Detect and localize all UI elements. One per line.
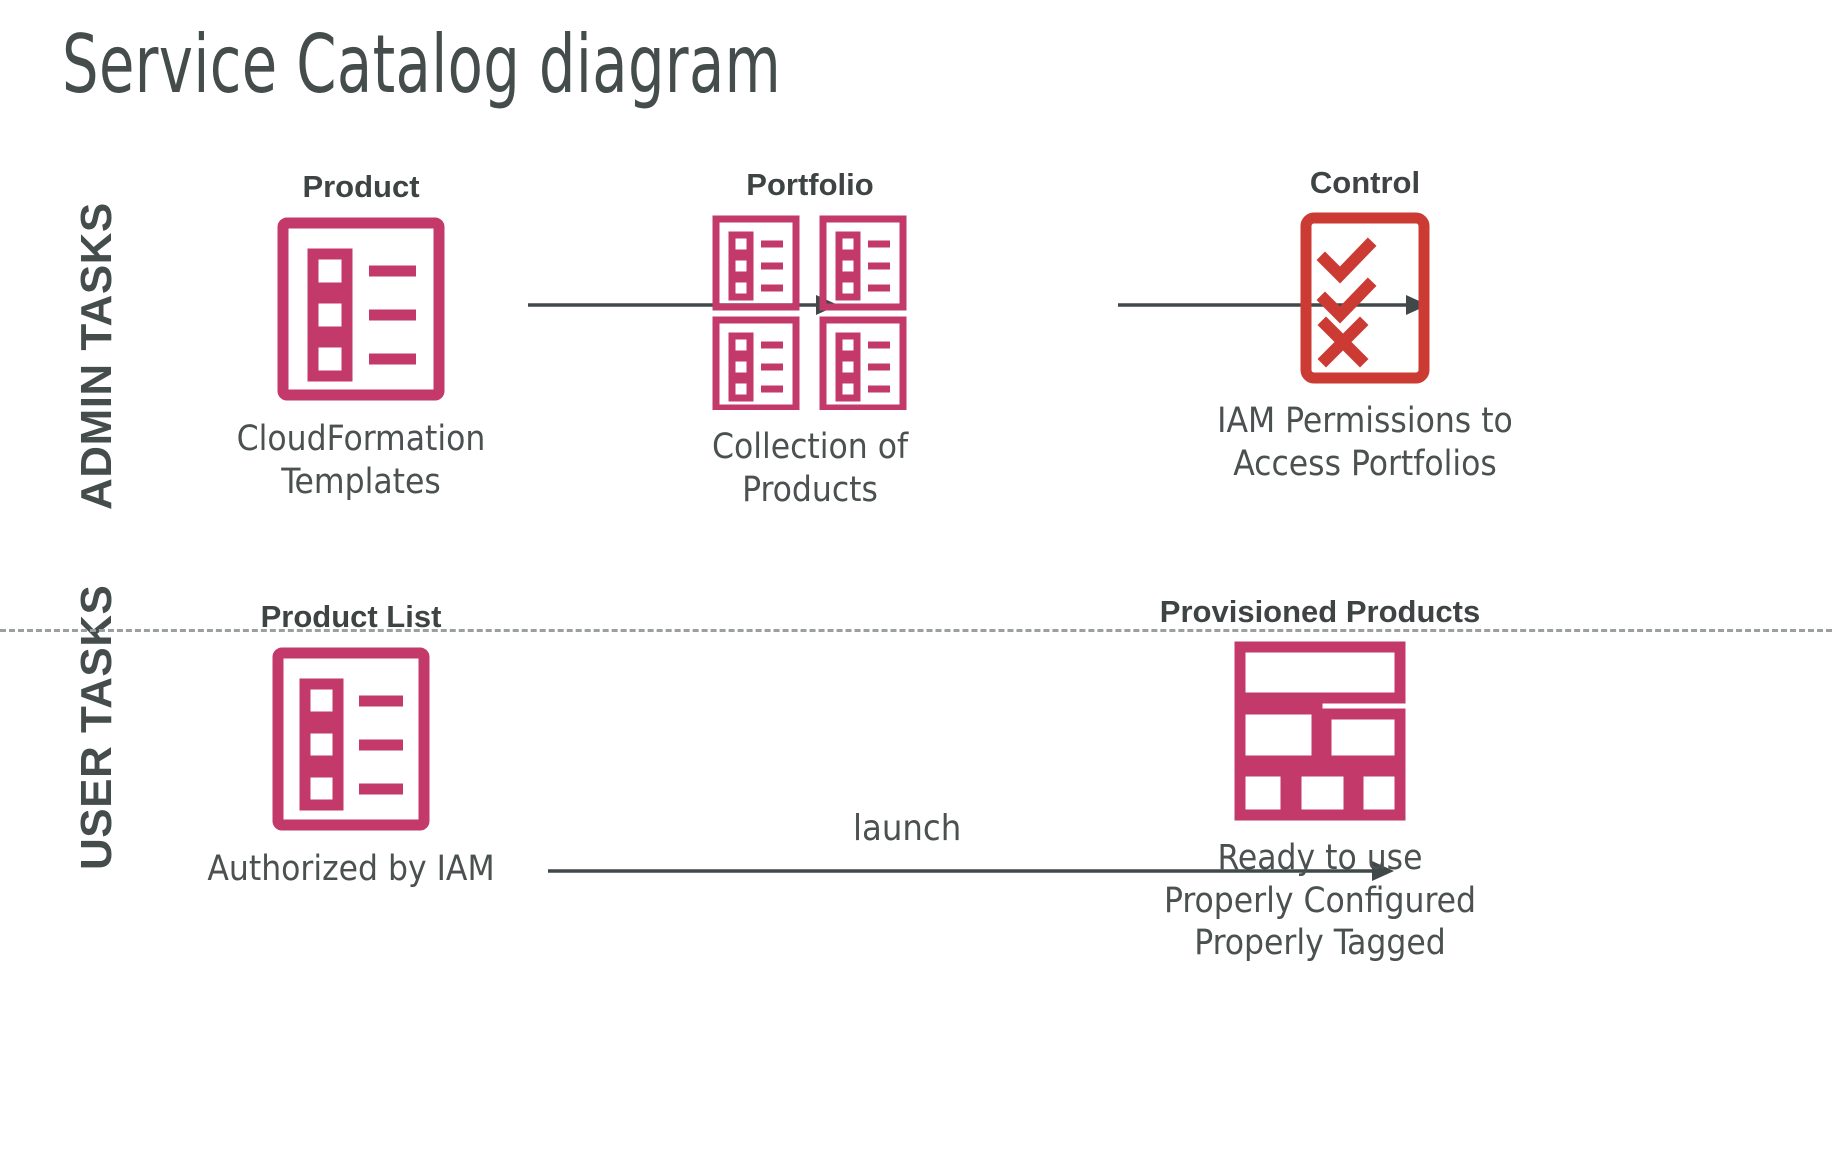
node-control[interactable]: Control IAM Permissions to Access Portfo…: [1200, 165, 1530, 485]
node-provisioned-products-title: Provisioned Products: [1159, 594, 1481, 629]
arrow-productlist-to-provisioned: [548, 854, 1394, 893]
checklist-document-icon: [186, 646, 516, 832]
checklist-document-icon: [196, 216, 526, 402]
node-portfolio-caption: Collection of Products: [711, 427, 909, 510]
node-product-list[interactable]: Product List Authorized by IAM: [186, 599, 516, 891]
node-portfolio[interactable]: Portfolio: [645, 167, 975, 511]
node-product-list-caption: Authorized by IAM: [207, 849, 495, 890]
node-provisioned-products-caption: Ready to use Properly Configured Properl…: [1163, 838, 1477, 964]
lane-label-user-tasks: USER TASKS: [72, 584, 121, 870]
checklist-document-group-icon: [645, 214, 975, 411]
node-product-caption: CloudFormation Templates: [236, 419, 486, 502]
node-portfolio-title: Portfolio: [746, 167, 874, 202]
node-provisioned-products[interactable]: Provisioned Products Ready to use Proper…: [1155, 594, 1485, 965]
dashboard-blocks-icon: [1155, 641, 1485, 821]
node-control-caption: IAM Permissions to Access Portfolios: [1217, 401, 1513, 484]
lane-divider: [0, 629, 1832, 632]
lane-label-admin-tasks: ADMIN TASKS: [72, 202, 121, 510]
node-product[interactable]: Product CloudFormation Templates: [196, 169, 526, 503]
page-title: Service Catalog diagram: [62, 18, 782, 111]
node-control-title: Control: [1309, 165, 1421, 200]
arrow-launch-label: launch: [853, 808, 962, 849]
check-cross-document-icon: [1200, 212, 1530, 384]
node-product-title: Product: [302, 169, 420, 204]
node-product-list-title: Product List: [260, 599, 442, 634]
